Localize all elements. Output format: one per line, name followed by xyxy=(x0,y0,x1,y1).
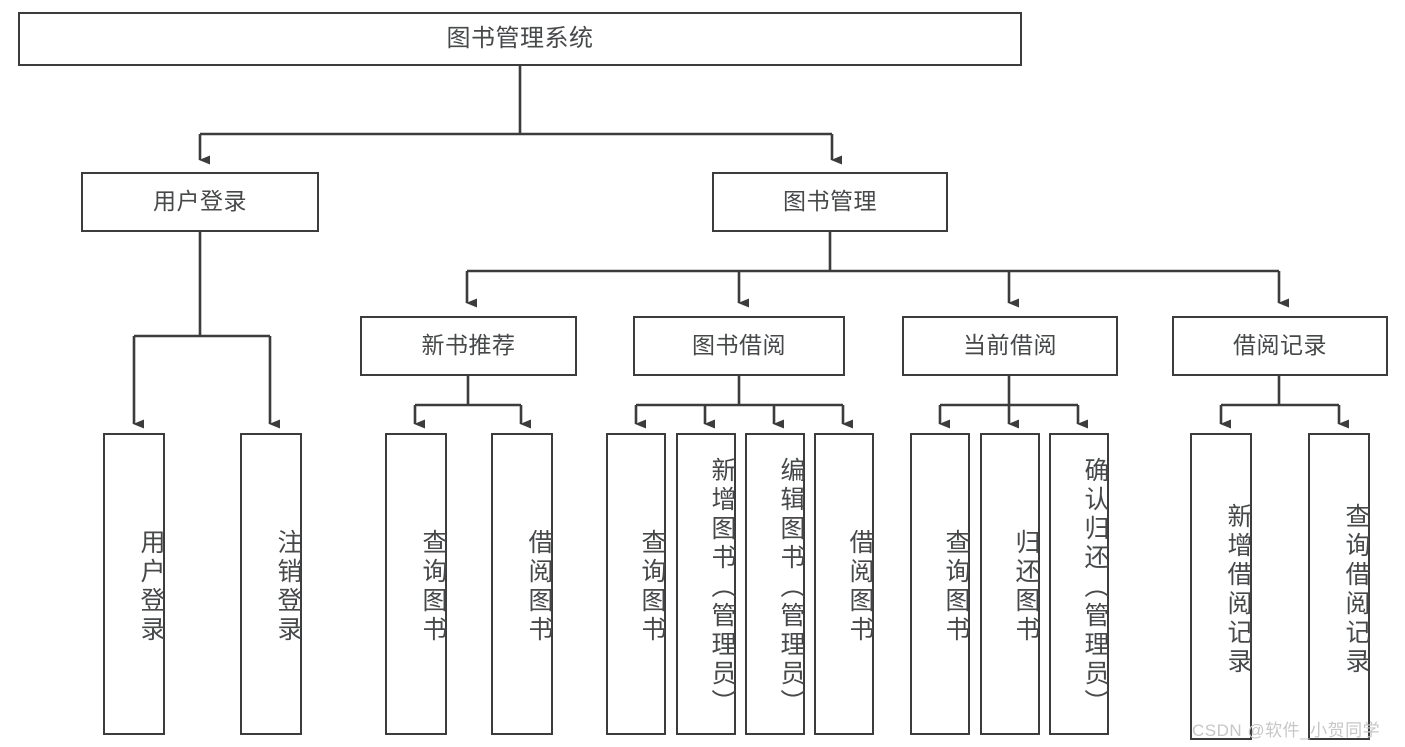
leaf-return-book[interactable]: 归还图书 xyxy=(980,433,1040,735)
leaf-edit-book[interactable]: 编辑图书（管理员） xyxy=(745,433,805,735)
leaf-query-record[interactable]: 查询借阅记录 xyxy=(1308,433,1370,740)
leaf-add-record[interactable]: 新增借阅记录 xyxy=(1190,433,1252,740)
leaf-borrow-book-2-label: 借阅图书 xyxy=(846,529,874,645)
leaf-query-book-2-label: 查询图书 xyxy=(638,529,666,645)
node-current-borrow[interactable]: 当前借阅 xyxy=(902,316,1118,376)
leaf-confirm-return[interactable]: 确认归还（管理员） xyxy=(1049,433,1109,735)
leaf-borrow-book-1-label: 借阅图书 xyxy=(525,529,553,645)
leaf-query-book-3[interactable]: 查询图书 xyxy=(910,433,970,735)
leaf-query-book-1-label: 查询图书 xyxy=(419,529,447,645)
node-borrow-record-label: 借阅记录 xyxy=(1233,332,1327,359)
leaf-borrow-book-2[interactable]: 借阅图书 xyxy=(814,433,874,735)
leaf-add-book[interactable]: 新增图书（管理员） xyxy=(676,433,736,735)
leaf-query-book-2[interactable]: 查询图书 xyxy=(606,433,666,735)
csdn-watermark: CSDN @软件_小贺同学 xyxy=(1192,721,1381,740)
leaf-query-book-1[interactable]: 查询图书 xyxy=(385,433,447,735)
leaf-edit-book-label: 编辑图书（管理员） xyxy=(777,456,805,718)
leaf-return-book-label: 归还图书 xyxy=(1012,529,1040,645)
node-current-borrow-label: 当前借阅 xyxy=(963,332,1057,359)
node-new-book-recommend-label: 新书推荐 xyxy=(421,332,516,359)
node-user-login[interactable]: 用户登录 xyxy=(81,172,319,232)
node-book-borrow-label: 图书借阅 xyxy=(692,332,786,359)
leaf-user-login[interactable]: 用户登录 xyxy=(103,433,165,735)
leaf-logout-label: 注销登录 xyxy=(274,529,302,645)
leaf-logout[interactable]: 注销登录 xyxy=(240,433,302,735)
leaf-confirm-return-label: 确认归还（管理员） xyxy=(1081,456,1109,718)
node-new-book-recommend[interactable]: 新书推荐 xyxy=(360,316,577,376)
leaf-borrow-book-1[interactable]: 借阅图书 xyxy=(491,433,553,735)
node-borrow-record[interactable]: 借阅记录 xyxy=(1172,316,1388,376)
leaf-query-book-3-label: 查询图书 xyxy=(942,529,970,645)
node-root-system[interactable]: 图书管理系统 xyxy=(18,12,1022,66)
leaf-add-record-label: 新增借阅记录 xyxy=(1224,502,1252,677)
node-book-management[interactable]: 图书管理 xyxy=(712,172,948,232)
leaf-user-login-label: 用户登录 xyxy=(137,529,165,645)
leaf-add-book-label: 新增图书（管理员） xyxy=(708,456,736,718)
node-user-login-label: 用户登录 xyxy=(153,188,247,215)
node-root-system-label: 图书管理系统 xyxy=(446,24,594,52)
node-book-management-label: 图书管理 xyxy=(783,188,877,215)
leaf-query-record-label: 查询借阅记录 xyxy=(1342,502,1370,677)
node-book-borrow[interactable]: 图书借阅 xyxy=(633,316,845,376)
